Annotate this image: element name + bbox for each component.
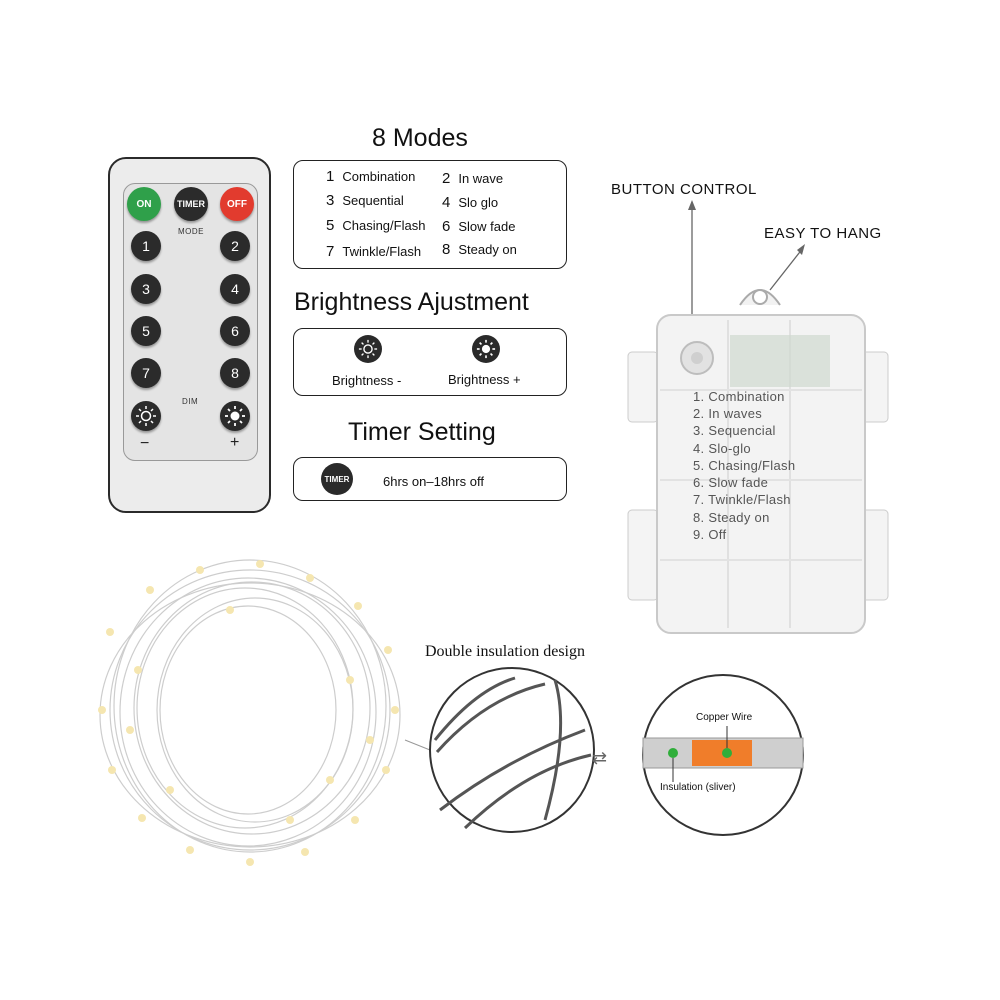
- mode-number: 7: [326, 243, 335, 260]
- battery-mode-line: 2. In waves: [693, 406, 763, 421]
- battery-mode-line: 9. Off: [693, 527, 727, 542]
- mode-number: 6: [442, 218, 451, 235]
- brightness-title: Brightness Ajustment: [294, 288, 529, 316]
- mode-item: 1 Combination: [326, 168, 415, 185]
- mode-label: In wave: [458, 171, 504, 186]
- number-button-8[interactable]: 8: [220, 358, 250, 388]
- mode-label: Slo glo: [458, 195, 499, 210]
- fairy-light-coil: [98, 559, 401, 866]
- mode-item: 4 Slo glo: [442, 194, 498, 211]
- timer-text: 6hrs on–18hrs off: [383, 474, 484, 489]
- mode-label: Chasing/Flash: [342, 218, 426, 233]
- off-button[interactable]: OFF: [220, 187, 254, 221]
- mode-item: 6 Slow fade: [442, 218, 515, 235]
- mode-label: Twinkle/Flash: [342, 244, 422, 259]
- mode-item: 7 Twinkle/Flash: [326, 243, 421, 260]
- number-button-5[interactable]: 5: [131, 316, 161, 346]
- number-button-7[interactable]: 7: [131, 358, 161, 388]
- number-button-2[interactable]: 2: [220, 231, 250, 261]
- brightness-plus-button[interactable]: [472, 335, 500, 363]
- mode-number: 5: [326, 217, 335, 234]
- battery-mode-line: 8. Steady on: [693, 510, 770, 525]
- modes-title: 8 Modes: [372, 124, 468, 152]
- mode-item: 5 Chasing/Flash: [326, 217, 425, 234]
- brightness-box: [293, 328, 567, 396]
- mode-item: 8 Steady on: [442, 241, 517, 258]
- modes-box: [293, 160, 567, 269]
- wire-zoom-circle: [404, 667, 595, 833]
- timer-title: Timer Setting: [348, 418, 496, 446]
- battery-mode-line: 1. Combination: [693, 389, 785, 404]
- brightness-plus-label: Brightness +: [448, 372, 521, 387]
- easy-to-hang-label: EASY TO HANG: [764, 225, 882, 242]
- battery-mode-line: 5. Chasing/Flash: [693, 458, 796, 473]
- mode-number: 1: [326, 168, 335, 185]
- battery-box-drawing: [627, 200, 889, 634]
- minus-sign: −: [140, 435, 150, 452]
- mode-label: Steady on: [458, 242, 517, 257]
- battery-mode-line: 7. Twinkle/Flash: [693, 492, 791, 507]
- mode-number: 3: [326, 192, 335, 209]
- mode-number: 4: [442, 194, 451, 211]
- mode-number: 8: [442, 241, 451, 258]
- dim-label: DIM: [182, 397, 199, 406]
- mode-label: Sequential: [342, 193, 404, 208]
- battery-mode-line: 3. Sequencial: [693, 423, 776, 438]
- button-control-label: BUTTON CONTROL: [611, 181, 757, 198]
- mode-label: Combination: [342, 169, 416, 184]
- sun-dim-icon: [358, 339, 378, 359]
- mode-item: 3 Sequential: [326, 192, 404, 209]
- mode-item: 2 In wave: [442, 170, 503, 187]
- brightness-minus-button[interactable]: [354, 335, 382, 363]
- sun-dim-icon: [136, 406, 156, 426]
- insulation-title: Double insulation design: [425, 643, 585, 660]
- wire-cross-section: [642, 674, 804, 836]
- mode-label: MODE: [178, 227, 204, 236]
- dim-minus-button[interactable]: [131, 401, 161, 431]
- battery-mode-line: 6. Slow fade: [693, 475, 769, 490]
- on-button[interactable]: ON: [127, 187, 161, 221]
- timer-button[interactable]: TIMER: [174, 187, 208, 221]
- number-button-1[interactable]: 1: [131, 231, 161, 261]
- number-button-6[interactable]: 6: [220, 316, 250, 346]
- brightness-minus-label: Brightness -: [332, 373, 402, 388]
- number-button-4[interactable]: 4: [220, 274, 250, 304]
- bidirectional-arrow: ⇄: [592, 748, 608, 768]
- mode-label: Slow fade: [458, 219, 516, 234]
- sun-bright-icon: [225, 406, 245, 426]
- copper-wire-label: Copper Wire: [696, 712, 753, 723]
- insulation-label: Insulation (sliver): [660, 782, 736, 793]
- timer-setting-button[interactable]: TIMER: [321, 463, 353, 495]
- number-button-3[interactable]: 3: [131, 274, 161, 304]
- plus-sign: +: [230, 434, 240, 451]
- dim-plus-button[interactable]: [220, 401, 250, 431]
- battery-mode-line: 4. Slo-glo: [693, 441, 751, 456]
- mode-number: 2: [442, 170, 451, 187]
- sun-bright-icon: [476, 339, 496, 359]
